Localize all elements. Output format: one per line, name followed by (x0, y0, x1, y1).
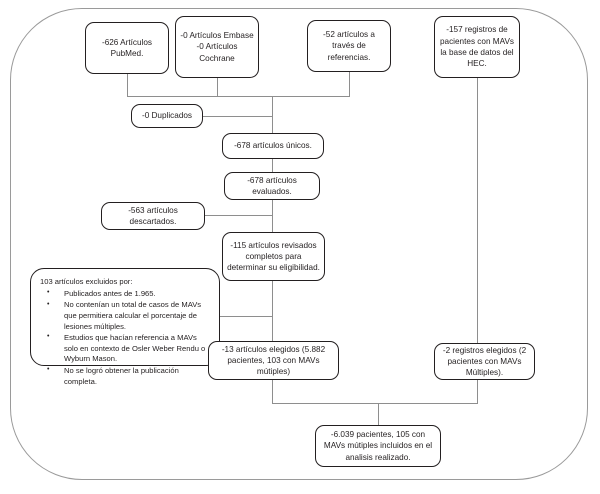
node-hec-registry[interactable]: -157 registros de pacientes con MAVs la … (434, 16, 520, 78)
node-full-text-reviewed-label: -115 artículos revisados completos para … (227, 240, 320, 273)
node-duplicates-label: -0 Duplicados (141, 111, 193, 121)
node-chosen-articles[interactable]: -13 artículos elegidos (5.882 pacientes,… (208, 341, 339, 380)
exclusion-item: No se logró obtener la publicación compl… (40, 365, 212, 388)
exclusion-item: Estudios que hacían referencia a MAVs so… (40, 332, 212, 365)
connector-chosen-articles-down (272, 380, 273, 403)
connector-evaluated-to-reviewed (272, 200, 273, 232)
node-duplicates[interactable]: -0 Duplicados (131, 104, 203, 128)
connector-duplicates-tap (203, 116, 273, 117)
connector-exclusions-tap (220, 316, 273, 317)
connector-references-down (349, 72, 350, 96)
node-evaluated[interactable]: -678 artículos evaluados. (224, 172, 320, 200)
node-evaluated-label: -678 artículos evaluados. (247, 175, 297, 196)
node-chosen-records[interactable]: -2 registros elegidos (2 pacientes con M… (434, 343, 535, 380)
connector-unique-to-evaluated (272, 159, 273, 172)
connector-discarded-tap (205, 215, 273, 216)
connector-merge-to-unique (272, 96, 273, 133)
node-unique-articles[interactable]: -678 artículos únicos. (222, 133, 324, 159)
connector-merge-to-final (378, 403, 379, 425)
connector-reviewed-to-chosen (272, 281, 273, 341)
node-embase-cochrane-label: -0 Artículos Embase -0 Artículos Cochran… (180, 31, 254, 63)
node-pubmed[interactable]: -626 Artículos PubMed. (85, 22, 169, 74)
node-hec-registry-label: -157 registros de pacientes con MAVs la … (439, 25, 515, 69)
node-references-label: -52 artículos a través de referencias. (323, 30, 375, 62)
exclusion-list: Publicados antes de 1.965. No contenían … (40, 288, 212, 388)
connector-embase-down (217, 78, 218, 96)
node-references[interactable]: -52 artículos a través de referencias. (307, 20, 391, 72)
connector-merge-bar-top (127, 96, 350, 97)
node-embase-cochrane[interactable]: -0 Artículos Embase -0 Artículos Cochran… (175, 16, 259, 78)
node-exclusion-reasons[interactable]: 103 artículos excluidos por: Publicados … (30, 268, 220, 386)
exclusion-item: Publicados antes de 1.965. (40, 288, 212, 300)
node-full-text-reviewed[interactable]: -115 artículos revisados completos para … (222, 232, 325, 281)
node-discarded-label: -563 artículos descartados. (128, 205, 178, 226)
node-chosen-articles-label: -13 artículos elegidos (5.882 pacientes,… (221, 344, 326, 377)
exclusion-title: 103 artículos excluidos por: (40, 277, 133, 286)
node-final-total[interactable]: -6.039 pacientes, 105 con MAVs mútiples … (315, 425, 441, 467)
node-unique-articles-label: -678 artículos únicos. (234, 141, 312, 151)
diagram-outer-frame (10, 8, 588, 480)
node-final-total-label: -6.039 pacientes, 105 con MAVs mútiples … (323, 430, 433, 462)
node-pubmed-label: -626 Artículos PubMed. (101, 37, 153, 58)
connector-chosen-records-down (477, 380, 478, 403)
connector-hec-down (477, 78, 478, 343)
node-chosen-records-label: -2 registros elegidos (2 pacientes con M… (442, 345, 527, 378)
node-discarded[interactable]: -563 artículos descartados. (101, 202, 205, 230)
exclusion-item: No contenían un total de casos de MAVs q… (40, 300, 212, 332)
connector-pubmed-down (127, 74, 128, 96)
connector-merge-bar-bottom (272, 403, 478, 404)
